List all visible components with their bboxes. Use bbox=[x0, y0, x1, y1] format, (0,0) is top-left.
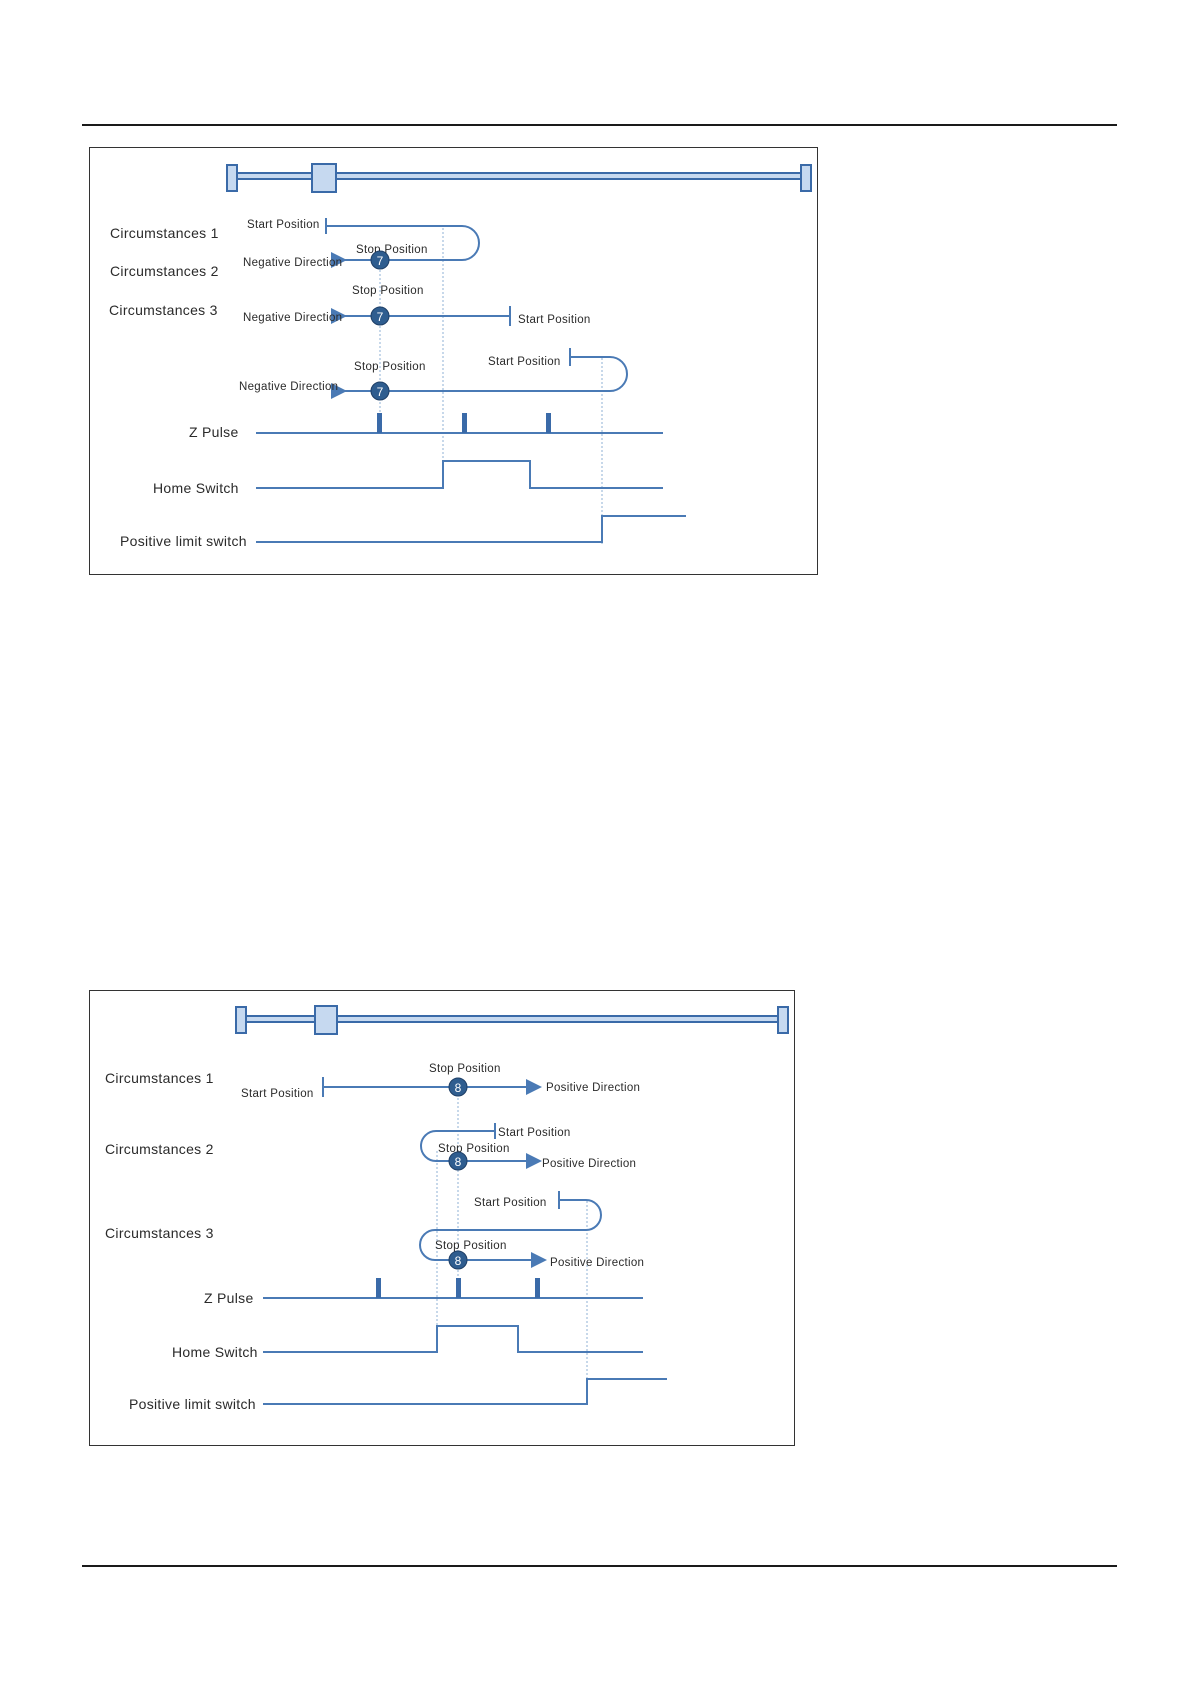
method-7-marker: 7 bbox=[370, 250, 390, 270]
stop-position-label: Stop Position bbox=[435, 1240, 507, 1252]
start-position-label: Start Position bbox=[518, 314, 591, 326]
start-position-label: Start Position bbox=[498, 1127, 571, 1139]
svg-text:8: 8 bbox=[455, 1155, 462, 1169]
svg-text:8: 8 bbox=[455, 1254, 462, 1268]
home-switch-label: Home Switch bbox=[153, 480, 239, 496]
path-circumstance-1 bbox=[322, 1077, 542, 1097]
start-position-label: Start Position bbox=[241, 1088, 314, 1100]
method-7-marker: 7 bbox=[370, 381, 390, 401]
circumstance-3-label: Circumstances 3 bbox=[109, 302, 218, 318]
method-8-marker: 8 bbox=[448, 1151, 468, 1171]
carriage-block bbox=[311, 163, 337, 193]
positive-direction-label: Positive Direction bbox=[550, 1257, 644, 1269]
header-rule bbox=[82, 124, 1117, 126]
positive-limit-switch-signal bbox=[256, 515, 686, 543]
circumstance-2-label: Circumstances 2 bbox=[105, 1141, 214, 1157]
circumstance-2-label: Circumstances 2 bbox=[110, 263, 219, 279]
circumstance-3-label: Circumstances 3 bbox=[105, 1225, 214, 1241]
positive-direction-label: Positive Direction bbox=[546, 1082, 640, 1094]
stop-position-label: Stop Position bbox=[438, 1143, 510, 1155]
svg-text:7: 7 bbox=[377, 310, 384, 324]
path-circumstance-4 bbox=[331, 348, 628, 399]
svg-text:8: 8 bbox=[455, 1081, 462, 1095]
homing-diagram-method-8: Circumstances 1 Circumstances 2 Circumst… bbox=[89, 990, 795, 1446]
z-pulse-signal bbox=[256, 413, 663, 434]
path-circumstance-3 bbox=[331, 306, 511, 326]
homing-diagram-method-7: Circumstances 1 Circumstances 2 Circumst… bbox=[89, 147, 818, 575]
carriage-block bbox=[314, 1005, 338, 1035]
stop-position-label: Stop Position bbox=[352, 285, 424, 297]
positive-limit-switch-signal bbox=[263, 1378, 667, 1405]
z-pulse-label: Z Pulse bbox=[204, 1290, 254, 1306]
home-switch-label: Home Switch bbox=[172, 1344, 258, 1360]
stop-position-label: Stop Position bbox=[429, 1063, 501, 1075]
axis-rail bbox=[226, 163, 812, 193]
stop-position-label: Stop Position bbox=[354, 361, 426, 373]
home-switch-signal bbox=[256, 460, 663, 489]
circumstance-1-label: Circumstances 1 bbox=[105, 1070, 214, 1086]
guide-lines bbox=[379, 228, 603, 546]
path-circumstance-1 bbox=[325, 218, 480, 268]
guide-lines bbox=[436, 1086, 588, 1387]
start-position-label: Start Position bbox=[247, 219, 320, 231]
svg-text:7: 7 bbox=[377, 254, 384, 268]
axis-rail bbox=[235, 1005, 789, 1035]
negative-direction-label: Negative Direction bbox=[243, 257, 342, 269]
start-position-label: Start Position bbox=[474, 1197, 547, 1209]
negative-direction-label: Negative Direction bbox=[243, 312, 342, 324]
svg-text:7: 7 bbox=[377, 385, 384, 399]
negative-direction-label: Negative Direction bbox=[239, 381, 338, 393]
start-position-label: Start Position bbox=[488, 356, 561, 368]
circumstance-1-label: Circumstances 1 bbox=[110, 225, 219, 241]
path-circumstance-3 bbox=[419, 1191, 602, 1268]
method-8-marker: 8 bbox=[448, 1250, 468, 1270]
stop-position-label: Stop Position bbox=[356, 244, 428, 256]
z-pulse-label: Z Pulse bbox=[189, 424, 239, 440]
method-8-marker: 8 bbox=[448, 1077, 468, 1097]
footer-rule bbox=[82, 1565, 1117, 1567]
home-switch-signal bbox=[263, 1325, 643, 1353]
positive-limit-switch-label: Positive limit switch bbox=[120, 533, 247, 549]
positive-direction-label: Positive Direction bbox=[542, 1158, 636, 1170]
positive-limit-switch-label: Positive limit switch bbox=[129, 1396, 256, 1412]
path-circumstance-2 bbox=[420, 1123, 542, 1169]
method-7-marker: 7 bbox=[370, 306, 390, 326]
z-pulse-signal bbox=[263, 1278, 643, 1299]
